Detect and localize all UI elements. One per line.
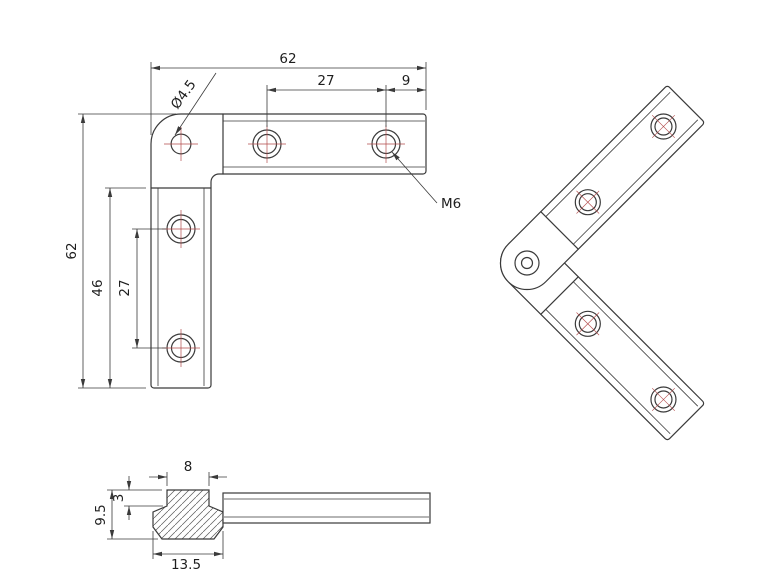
dimension-top-hole-spacing: 27 [266, 73, 387, 127]
dimension-text: 9.5 [93, 504, 109, 525]
profile-edge-line [573, 119, 699, 245]
dimension-text: 27 [117, 279, 133, 296]
profile-transition-line [540, 276, 579, 315]
dimension-top-hole-to-end: 9 [386, 73, 426, 93]
dimension-lip-height: 3 [107, 476, 163, 520]
threaded-hole [162, 210, 200, 248]
leader-line [174, 72, 217, 136]
hole-centerline [651, 115, 675, 139]
hinge-pivot [514, 250, 540, 276]
profile-edge-line [545, 309, 671, 435]
dimension-text: 46 [90, 279, 106, 296]
dimension-tab-width: 8 [149, 459, 227, 486]
rotated-view [499, 85, 705, 441]
dimension-text: 13.5 [171, 557, 201, 573]
hinge-pin-circle [520, 256, 534, 270]
dimension-left-slot-length: 46 [90, 187, 146, 388]
dimension-text: 62 [64, 242, 80, 259]
dimension-base-width: 13.5 [152, 531, 224, 573]
profile-transition-line [540, 211, 579, 250]
dimension-text: 9 [402, 73, 411, 89]
orthographic-view: 62 27 9 62 46 27 [64, 51, 461, 389]
hole-centerline [651, 387, 675, 411]
hole-centerline [576, 312, 600, 336]
dimension-text: 8 [184, 459, 193, 475]
hinge-barrel-circle [514, 250, 540, 276]
leader-line [391, 151, 438, 204]
hole-centerline [576, 190, 600, 214]
dimension-text: 3 [111, 494, 127, 503]
callout-text: M6 [441, 196, 461, 212]
profile-edge-line [545, 91, 671, 217]
dimension-top-length: 62 [150, 51, 427, 135]
bracket-outline [150, 113, 427, 389]
thread-size-callout: M6 [391, 151, 461, 212]
dimension-text: 62 [279, 51, 296, 67]
dimension-left-hole-spacing: 27 [117, 228, 166, 349]
dimension-left-length: 62 [64, 113, 176, 389]
profile-edge-line [573, 281, 699, 407]
threaded-hole [248, 125, 286, 163]
arm-side-outline [222, 492, 431, 524]
dimension-total-height: 9.5 [93, 490, 158, 540]
threaded-hole [162, 329, 200, 367]
threaded-hole [367, 125, 405, 163]
arm-side-view [222, 492, 431, 524]
dimension-text: 27 [317, 73, 334, 89]
tnut-profile-section [152, 489, 224, 540]
callout-text: Ø4.5 [168, 77, 200, 112]
section-view: 8 3 9.5 13.5 [93, 459, 431, 573]
bracket-arm-upper [499, 85, 705, 291]
